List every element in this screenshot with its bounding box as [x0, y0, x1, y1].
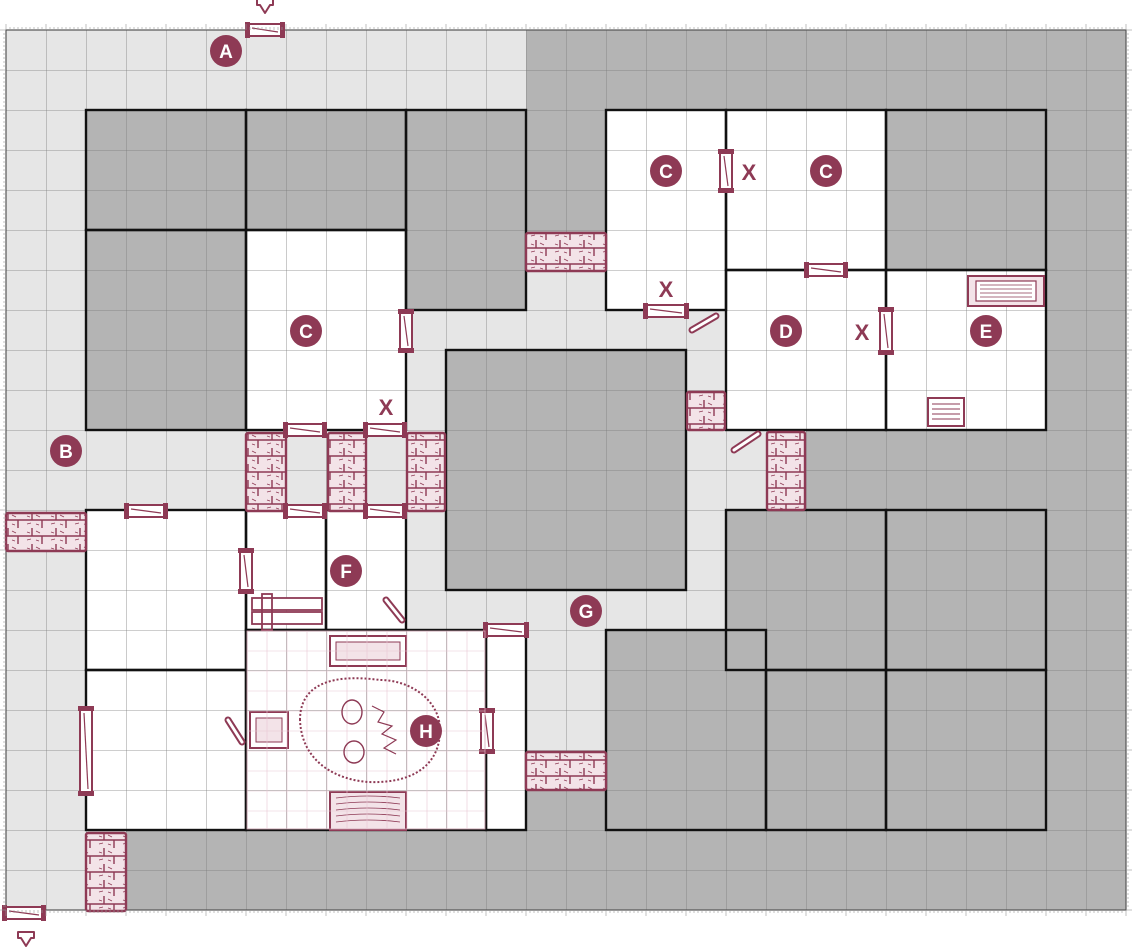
exit-door-bottom[interactable]: [2, 905, 46, 921]
door-icon[interactable]: [483, 622, 529, 638]
bed-icon: [967, 275, 1045, 307]
stone-wall-icon: [685, 390, 727, 432]
door-icon[interactable]: [398, 309, 414, 353]
marker-g[interactable]: G: [570, 595, 602, 627]
bench-icon: [251, 593, 323, 631]
door-icon[interactable]: [238, 548, 254, 594]
door-icon[interactable]: [718, 149, 734, 193]
block-nw-3-wall: [404, 108, 528, 312]
stone-wall-icon: [765, 430, 807, 512]
x-mark: X: [379, 395, 394, 420]
exit-arrow-icon[interactable]: [17, 931, 35, 947]
labels-layer: A B C C C D E F G H X X X X: [50, 35, 1002, 747]
marker-label: C: [659, 162, 673, 183]
door-icon[interactable]: [878, 307, 894, 355]
open-door-icon[interactable]: [730, 430, 762, 454]
open-door-icon[interactable]: [688, 312, 720, 334]
door-icon[interactable]: [124, 503, 168, 519]
marker-label: E: [980, 322, 993, 343]
marker-label: F: [340, 562, 352, 583]
marker-c1[interactable]: C: [290, 315, 322, 347]
open-door-icon[interactable]: [224, 716, 246, 746]
marker-label: H: [419, 722, 433, 743]
stone-wall-icon: [4, 511, 88, 553]
x-mark: X: [742, 160, 757, 185]
marker-f[interactable]: F: [330, 555, 362, 587]
door-icon[interactable]: [804, 262, 848, 278]
marker-d[interactable]: D: [770, 315, 802, 347]
marker-label: B: [59, 442, 73, 463]
marker-c2[interactable]: C: [650, 155, 682, 187]
entry-door-top[interactable]: [245, 22, 285, 38]
open-door-icon[interactable]: [382, 596, 406, 624]
door-icon[interactable]: [78, 706, 94, 796]
chest-icon[interactable]: [927, 397, 965, 427]
chest-icon[interactable]: [249, 711, 289, 749]
stone-wall-icon: [244, 431, 288, 513]
marker-e[interactable]: E: [970, 315, 1002, 347]
entry-arrow-icon[interactable]: [256, 0, 274, 14]
stone-wall-icon: [405, 431, 447, 513]
marker-label: C: [299, 322, 313, 343]
marker-c3[interactable]: C: [810, 155, 842, 187]
stone-wall-icon: [326, 431, 368, 513]
door-icon[interactable]: [643, 303, 689, 319]
marker-label: G: [579, 602, 594, 623]
door-icon[interactable]: [283, 422, 327, 438]
stone-wall-icon: [84, 831, 128, 913]
x-mark: X: [659, 277, 674, 302]
marker-label: A: [219, 42, 233, 63]
x-mark: X: [855, 320, 870, 345]
door-icon[interactable]: [283, 503, 327, 519]
marker-h[interactable]: H: [410, 715, 442, 747]
stone-wall-icon: [524, 750, 608, 792]
marker-label: C: [819, 162, 833, 183]
block-se-5-wall: [884, 668, 1048, 832]
marker-b[interactable]: B: [50, 435, 82, 467]
marker-label: D: [779, 322, 793, 343]
marker-a[interactable]: A: [210, 35, 242, 67]
map-border-ruler: [0, 24, 1132, 916]
door-icon[interactable]: [363, 503, 407, 519]
door-icon[interactable]: [363, 422, 407, 438]
stone-wall-icon: [524, 231, 608, 273]
